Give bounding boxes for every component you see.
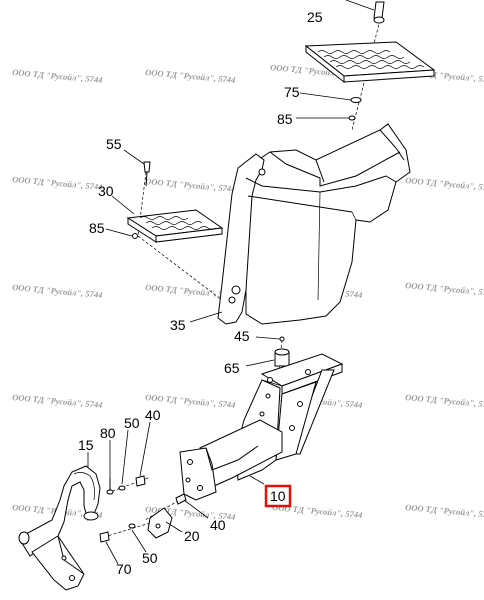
- watermark: ООО ТД "Русойл", 5744: [12, 174, 103, 192]
- part-25-pin: [345, 0, 385, 24]
- watermark: ООО ТД "Русойл", 5744: [145, 67, 236, 85]
- part-label-15[interactable]: 15: [78, 437, 94, 453]
- part-label-50-a[interactable]: 50: [124, 415, 140, 431]
- part-label-30[interactable]: 30: [98, 183, 114, 199]
- part-label-70[interactable]: 70: [116, 561, 132, 577]
- watermark: ООО ТД "Русойл", 5744: [405, 175, 484, 193]
- part-70-bolt: [99, 531, 119, 565]
- nut-85-top: [296, 115, 356, 121]
- part-label-50-b[interactable]: 50: [142, 550, 158, 566]
- watermark: ООО ТД "Русойл", 5744: [405, 280, 484, 298]
- part-label-40-b[interactable]: 40: [210, 517, 226, 533]
- part-labels: 25 75 85 55 30 85 35 45 65 40 50 80 15 1…: [78, 9, 323, 577]
- watermark: ООО ТД "Русойл", 5744: [405, 502, 484, 520]
- watermark: ООО ТД "Русойл", 5744: [272, 502, 363, 520]
- part-label-85-left[interactable]: 85: [89, 220, 105, 236]
- watermark: ООО ТД "Русойл", 5744: [12, 282, 103, 300]
- washer-75: [299, 92, 362, 103]
- part-15-handrail: [18, 452, 101, 591]
- part-30-step-plate: [111, 195, 224, 243]
- spacer-65: [245, 348, 290, 367]
- washer-45: [255, 336, 285, 342]
- watermark: ООО ТД "Русойл", 5744: [12, 67, 103, 85]
- nut-85-left: [105, 228, 138, 239]
- part-label-10[interactable]: 10: [270, 488, 286, 504]
- part-label-35[interactable]: 35: [170, 317, 186, 333]
- part-label-25[interactable]: 25: [307, 9, 323, 25]
- part-label-55[interactable]: 55: [106, 136, 122, 152]
- part-35-step-box: [189, 123, 411, 325]
- top-step-plate: [304, 41, 436, 84]
- part-label-40-a[interactable]: 40: [145, 407, 161, 423]
- part-label-80[interactable]: 80: [100, 425, 116, 441]
- watermark: ООО ТД "Русойл", 5744: [405, 392, 484, 410]
- part-40-bolt-a: [135, 421, 151, 487]
- part-label-75[interactable]: 75: [284, 84, 300, 100]
- part-40-bolt-b: [175, 493, 209, 519]
- part-55-bolt: [123, 149, 151, 187]
- part-50-washer-b: [128, 523, 147, 553]
- part-label-20[interactable]: 20: [184, 528, 200, 544]
- part-10-bracket: [179, 353, 344, 501]
- part-20-clamp: [147, 507, 183, 539]
- highlight-box-part-10: [264, 484, 292, 508]
- watermark: ООО ТД "Русойл", 5744: [145, 176, 236, 194]
- part-label-85-top[interactable]: 85: [277, 111, 293, 127]
- watermark: ООО ТД "Русойл", 5744: [12, 392, 103, 410]
- part-50-washer-a: [118, 429, 129, 491]
- part-label-65[interactable]: 65: [224, 360, 240, 376]
- part-label-45[interactable]: 45: [234, 328, 250, 344]
- part-80-bolt: [106, 440, 114, 495]
